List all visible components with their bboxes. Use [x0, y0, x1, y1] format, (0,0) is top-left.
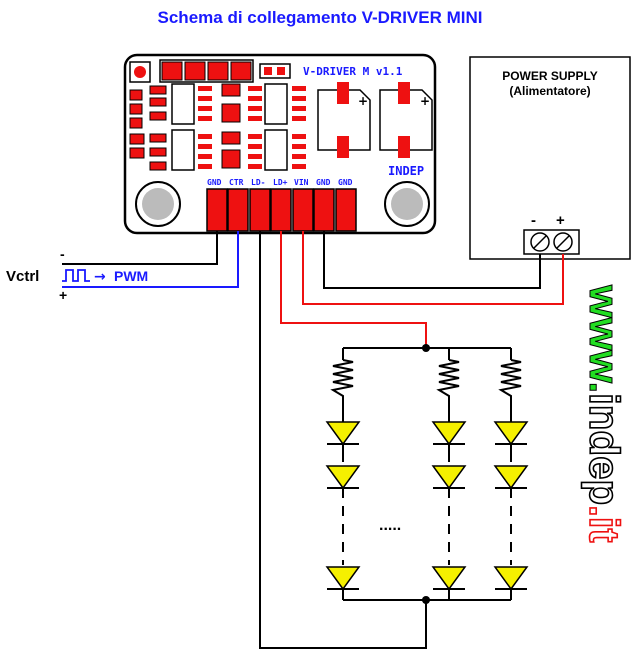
svg-text:+: + [420, 94, 430, 108]
pin-label-gnd-3: GND [338, 178, 353, 187]
svg-text:+: + [358, 94, 368, 108]
power-supply: POWER SUPPLY (Alimentatore) - + [469, 56, 631, 260]
watermark-www: www. [581, 284, 628, 393]
indep-watermark: www.indep.it [580, 284, 629, 544]
resistor-1-icon [330, 359, 354, 410]
led-diode-2-2-icon [431, 465, 467, 490]
power-supply-title: POWER SUPPLY [502, 69, 598, 83]
svg-text:www.indep.it: www.indep.it [581, 284, 628, 542]
watermark-indep: indep [581, 393, 628, 505]
power-supply-subtitle: (Alimentatore) [509, 84, 590, 98]
pin-label-ld-minus: LD- [251, 178, 265, 187]
led-ellipsis: ..... [379, 517, 401, 534]
led-diode-1-3-icon [325, 566, 361, 591]
led-diode-3-3-icon [493, 566, 529, 591]
psu-plus-label: + [556, 212, 565, 229]
led-diode-1-2-icon [325, 465, 361, 490]
resistor-3-icon [498, 359, 522, 410]
pwm-arrow: → [94, 269, 106, 285]
pwm-wave-icon [62, 269, 90, 282]
v-driver-board: V-DRIVER M v1.1 [123, 53, 437, 235]
led-diode-2-1-icon [431, 421, 467, 446]
connector-pins [206, 188, 357, 232]
pin-label-ld-plus: LD+ [273, 178, 288, 187]
psu-minus-label: - [531, 212, 536, 229]
led-diode-2-3-icon [431, 566, 467, 591]
pin-label-gnd: GND [207, 178, 222, 187]
led-diode-1-1-icon [325, 421, 361, 446]
control-label: Vctrl [6, 268, 39, 285]
pin-label-vin: VIN [294, 178, 309, 187]
control-minus-label: - [60, 246, 65, 262]
control-plus-label: + [59, 287, 67, 303]
watermark-it: .it [581, 505, 628, 542]
led-diode-3-2-icon [493, 465, 529, 490]
led-array [325, 348, 529, 600]
pin-label-ctr: CTR [229, 178, 244, 187]
board-brand: INDEP [388, 164, 424, 178]
led-diode-3-1-icon [493, 421, 529, 446]
board-name: V-DRIVER M v1.1 [303, 65, 403, 78]
resistor-2-icon [436, 359, 460, 410]
pwm-label: PWM [114, 268, 148, 284]
page-title: Schema di collegamento V-DRIVER MINI [157, 8, 483, 27]
pin-label-gnd-2: GND [316, 178, 331, 187]
